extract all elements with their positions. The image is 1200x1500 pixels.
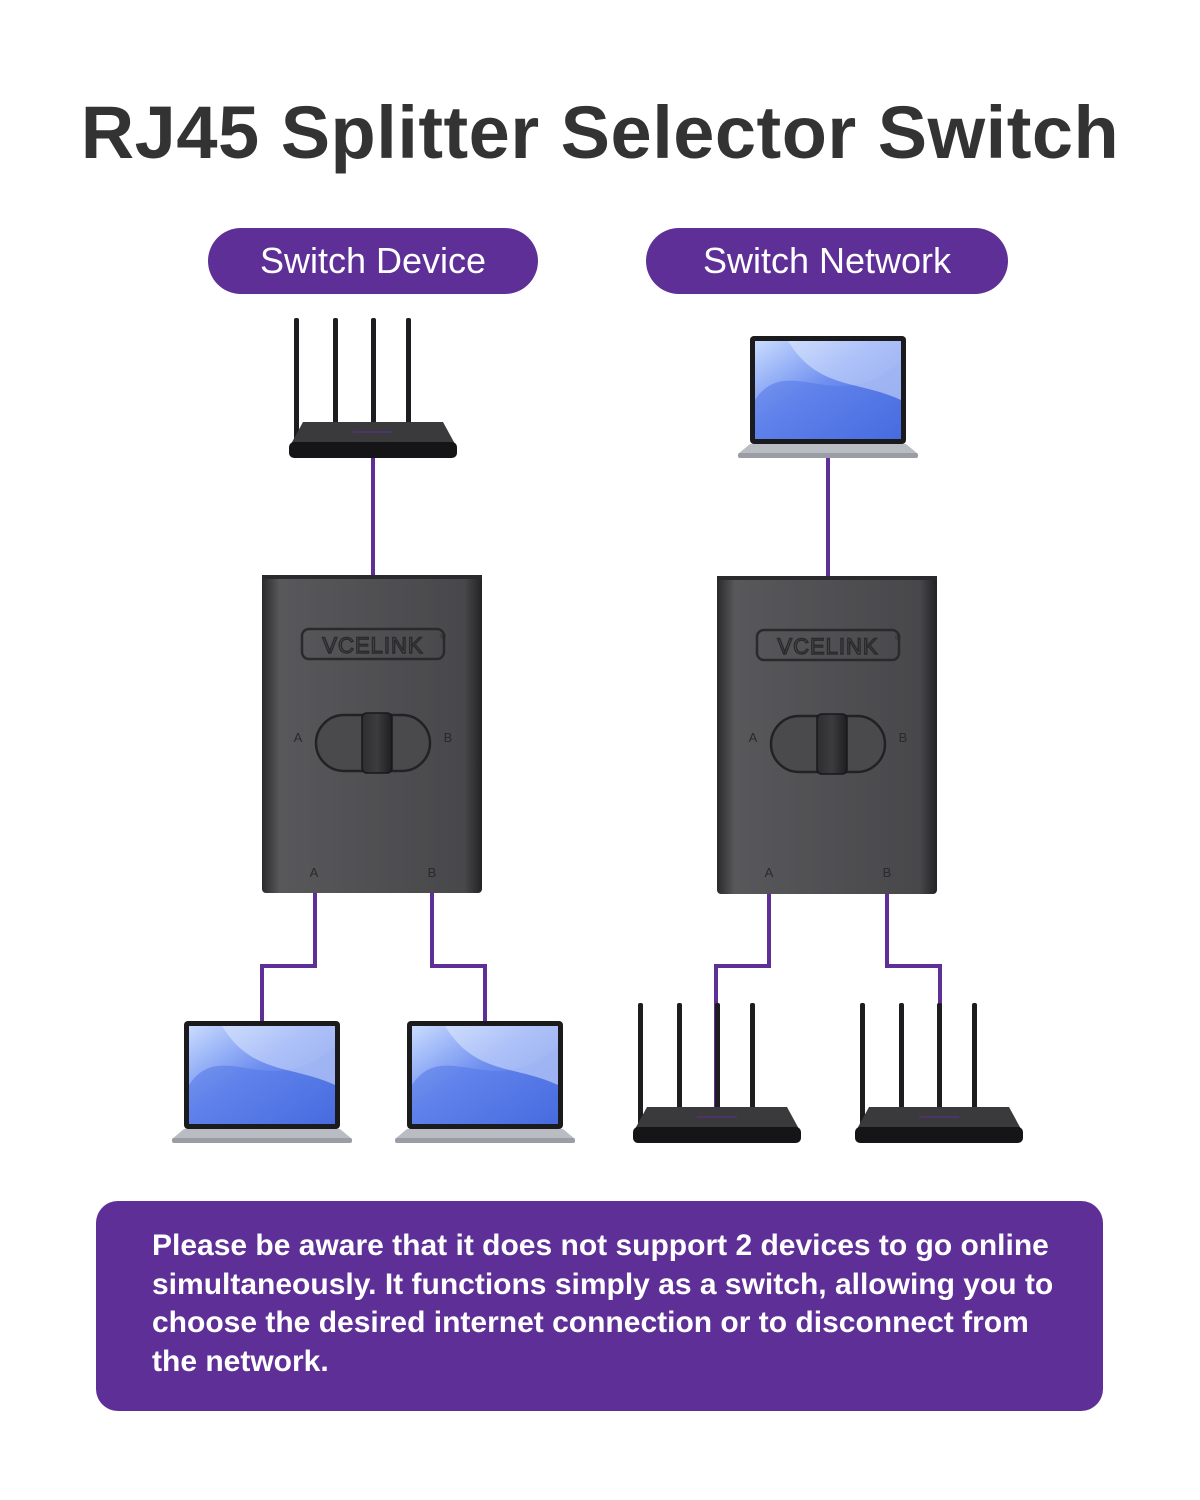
- page-title: RJ45 Splitter Selector Switch: [80, 91, 1120, 174]
- notice-box: Please be aware that it does not support…: [96, 1201, 1103, 1411]
- router-icon: [632, 1002, 802, 1144]
- label-switch-network: Switch Network: [646, 228, 1008, 294]
- line-port-a-right: [714, 892, 771, 1110]
- port-label-b: B: [428, 865, 437, 880]
- router-icon: [854, 1002, 1024, 1144]
- toggle-label-b: B: [444, 730, 453, 745]
- line-port-a-left: [260, 892, 317, 1022]
- label-switch-device: Switch Device: [208, 228, 538, 294]
- switch-device-group: VCELINK ® A B A B: [172, 317, 575, 1143]
- line-port-b-right: [885, 892, 942, 1110]
- notice-text: Please be aware that it does not support…: [152, 1229, 1054, 1378]
- selector-switch-icon: VCELINK ® A B A B: [715, 574, 939, 896]
- laptop-icon: [395, 1021, 575, 1143]
- toggle-label-a: A: [749, 730, 758, 745]
- port-label-a: A: [310, 865, 319, 880]
- brand-trademark: ®: [440, 632, 446, 641]
- selector-switch-icon: VCELINK ® A B A B: [260, 573, 484, 895]
- line-port-b-left: [430, 892, 487, 1022]
- port-label-a: A: [765, 865, 774, 880]
- router-icon: [288, 317, 458, 459]
- toggle-label-b: B: [899, 730, 908, 745]
- laptop-icon: [172, 1021, 352, 1143]
- brand-trademark: ®: [895, 633, 901, 642]
- laptop-icon: [738, 336, 918, 458]
- toggle-label-a: A: [294, 730, 303, 745]
- port-label-b: B: [883, 865, 892, 880]
- brand-logo: VCELINK: [322, 633, 423, 658]
- switch-network-group: VCELINK ® A B A B: [632, 336, 1024, 1144]
- brand-logo: VCELINK: [777, 634, 878, 659]
